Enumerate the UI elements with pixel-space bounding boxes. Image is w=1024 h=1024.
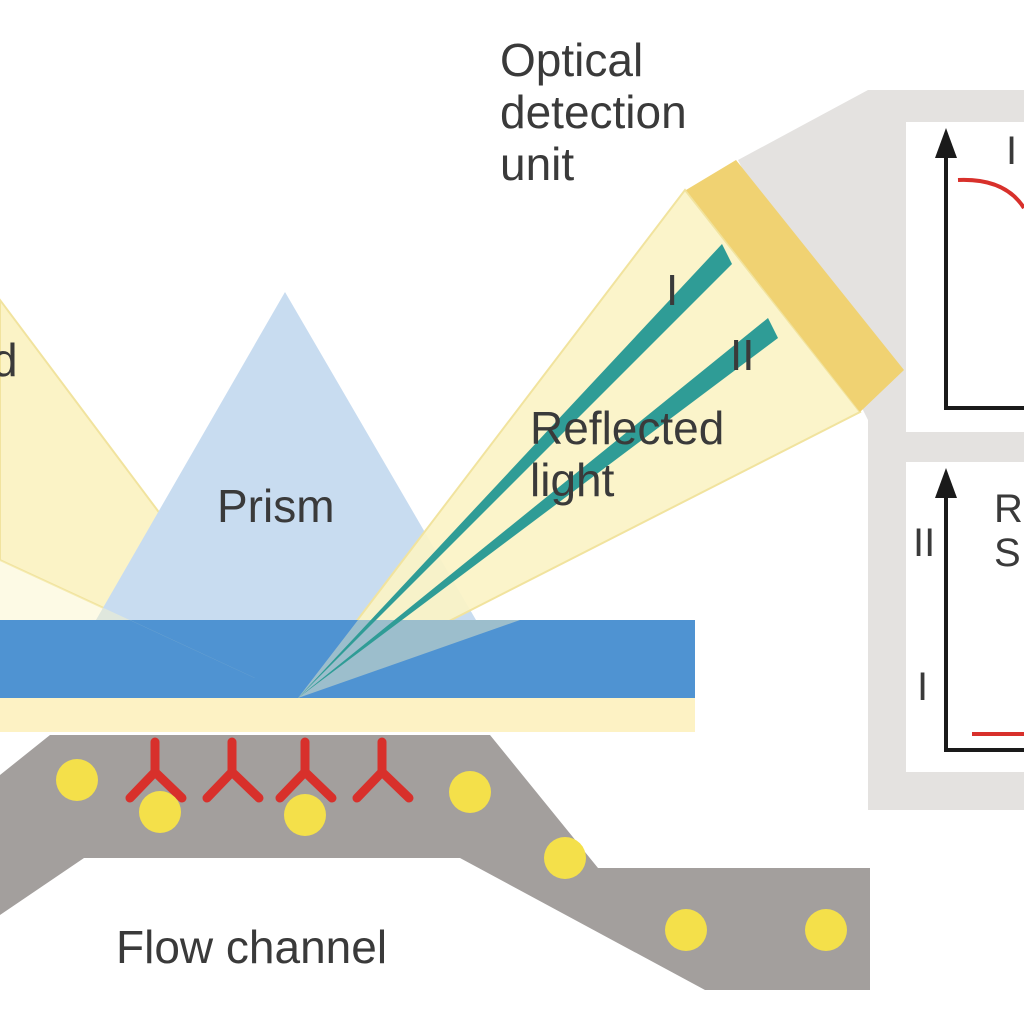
graph-top-axes — [935, 128, 1024, 410]
antibody — [352, 737, 414, 803]
flow-channel — [0, 735, 870, 990]
graph-panel-top — [906, 122, 1024, 432]
particle — [665, 909, 707, 951]
graph-bottom-label-2: S — [994, 531, 1021, 575]
detector — [686, 160, 904, 412]
particle — [284, 794, 326, 836]
graph-panel-bottom — [906, 462, 1024, 772]
gold-film — [0, 698, 695, 732]
reflected-light-cone — [297, 188, 862, 699]
axis-arrow-icon — [935, 468, 957, 498]
optical-detection-label-1: Optical — [500, 34, 643, 86]
particle — [449, 771, 491, 813]
analyte-particles — [56, 759, 847, 951]
particle — [544, 837, 586, 879]
graph-top-label: I — [1006, 129, 1017, 173]
particle — [139, 791, 181, 833]
antibody — [275, 737, 337, 803]
antibodies — [125, 737, 414, 803]
graph-bottom-label-1: R — [994, 487, 1023, 531]
axis-arrow-icon — [935, 128, 957, 158]
graph-bottom-tick-lower: I — [917, 665, 928, 709]
graph-bottom-tick-upper: II — [913, 521, 935, 565]
reflected-light-label-1: Reflected — [530, 402, 724, 454]
graph-bottom-axes — [935, 468, 1024, 752]
flow-channel-label: Flow channel — [116, 921, 387, 973]
antibody — [125, 737, 187, 803]
reflected-beam-2 — [298, 318, 778, 698]
prism — [96, 292, 476, 620]
reflected-light-label-2: light — [530, 454, 615, 506]
beam-2-label: II — [730, 331, 754, 380]
particle — [805, 909, 847, 951]
optical-detection-label-3: unit — [500, 138, 574, 190]
incident-light-label: d — [0, 334, 18, 386]
graph-top-curve — [957, 177, 1024, 210]
beam-1-label: I — [666, 266, 678, 315]
incident-cone-glass-overlay — [0, 560, 298, 698]
particle — [56, 759, 98, 801]
prism-label: Prism — [217, 480, 335, 532]
optical-detection-label-2: detection — [500, 86, 687, 138]
reflected-beam-1 — [298, 244, 732, 698]
antibody — [202, 737, 264, 803]
